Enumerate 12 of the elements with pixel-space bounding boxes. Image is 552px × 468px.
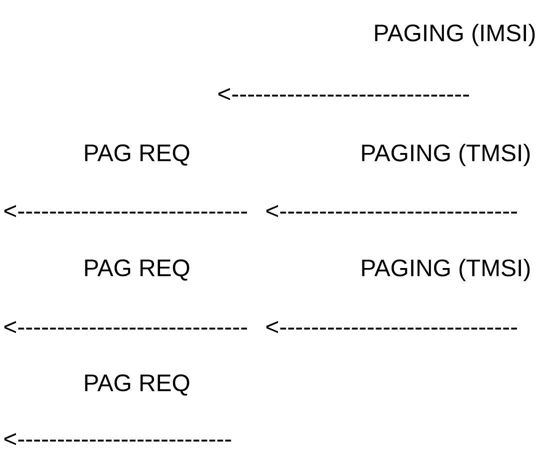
ascii-arrow: <------------------------------ xyxy=(266,205,517,218)
message-label: PAG REQ xyxy=(85,374,190,396)
message-label: PAG REQ xyxy=(85,144,190,166)
message-label: PAGING (TMSI) xyxy=(362,144,530,166)
message-label: PAG REQ xyxy=(85,259,190,281)
ascii-arrow: <--------------------------- xyxy=(4,433,232,446)
ascii-arrow: <------------------------------ xyxy=(218,88,469,100)
message-label: PAGING (TMSI) xyxy=(362,258,530,282)
ascii-arrow: <----------------------------- xyxy=(4,205,248,218)
message-label: PAGING (IMSI) xyxy=(375,24,535,46)
ascii-arrow: <------------------------------ xyxy=(266,321,517,334)
ascii-arrow: <----------------------------- xyxy=(4,321,248,334)
